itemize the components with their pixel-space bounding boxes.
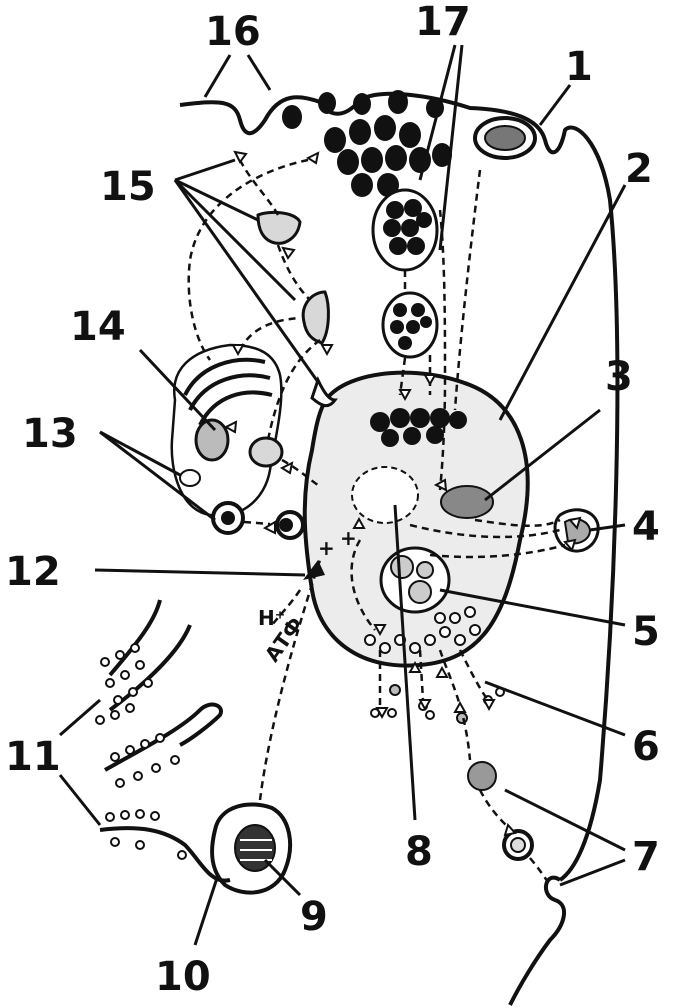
leader-lines <box>58 44 627 946</box>
label-11: 11 <box>5 734 61 780</box>
label-2: 2 <box>625 146 653 192</box>
label-15: 15 <box>100 164 156 210</box>
plasma-membrane-lower <box>508 875 566 1006</box>
label-8: 8 <box>405 829 433 875</box>
transport-pathways <box>187 158 566 883</box>
proton-pump <box>271 560 325 626</box>
plus-sign-2: + <box>340 526 357 550</box>
label-4: 4 <box>632 504 660 550</box>
label-14: 14 <box>70 304 126 350</box>
primary-lysosomes <box>256 210 330 345</box>
label-10: 10 <box>155 954 211 1000</box>
autophagosome-with-mitochondrion <box>210 802 293 895</box>
granule-vacuole <box>371 188 439 272</box>
label-6: 6 <box>632 724 660 770</box>
golgi-complex <box>170 343 284 518</box>
label-1: 1 <box>565 44 593 90</box>
plasma-membrane <box>179 91 620 882</box>
endocytic-vesicles <box>467 761 534 861</box>
plus-sign-1: + <box>318 536 335 560</box>
proton-label: H⁺ <box>258 606 285 630</box>
label-3: 3 <box>605 354 633 400</box>
label-13: 13 <box>22 411 78 457</box>
label-9: 9 <box>300 894 328 940</box>
label-5: 5 <box>632 609 660 655</box>
secondary-lysosome <box>302 370 530 668</box>
secretory-vesicle-1 <box>473 116 537 160</box>
pathway-arrowheads <box>223 150 582 837</box>
label-7: 7 <box>632 834 660 880</box>
granule-vesicle <box>381 291 439 359</box>
label-17: 17 <box>415 0 471 45</box>
golgi-vesicles <box>211 501 305 540</box>
rough-er <box>95 599 231 883</box>
label-12: 12 <box>5 549 61 595</box>
released-vesicles <box>370 684 505 724</box>
label-16: 16 <box>205 9 261 55</box>
